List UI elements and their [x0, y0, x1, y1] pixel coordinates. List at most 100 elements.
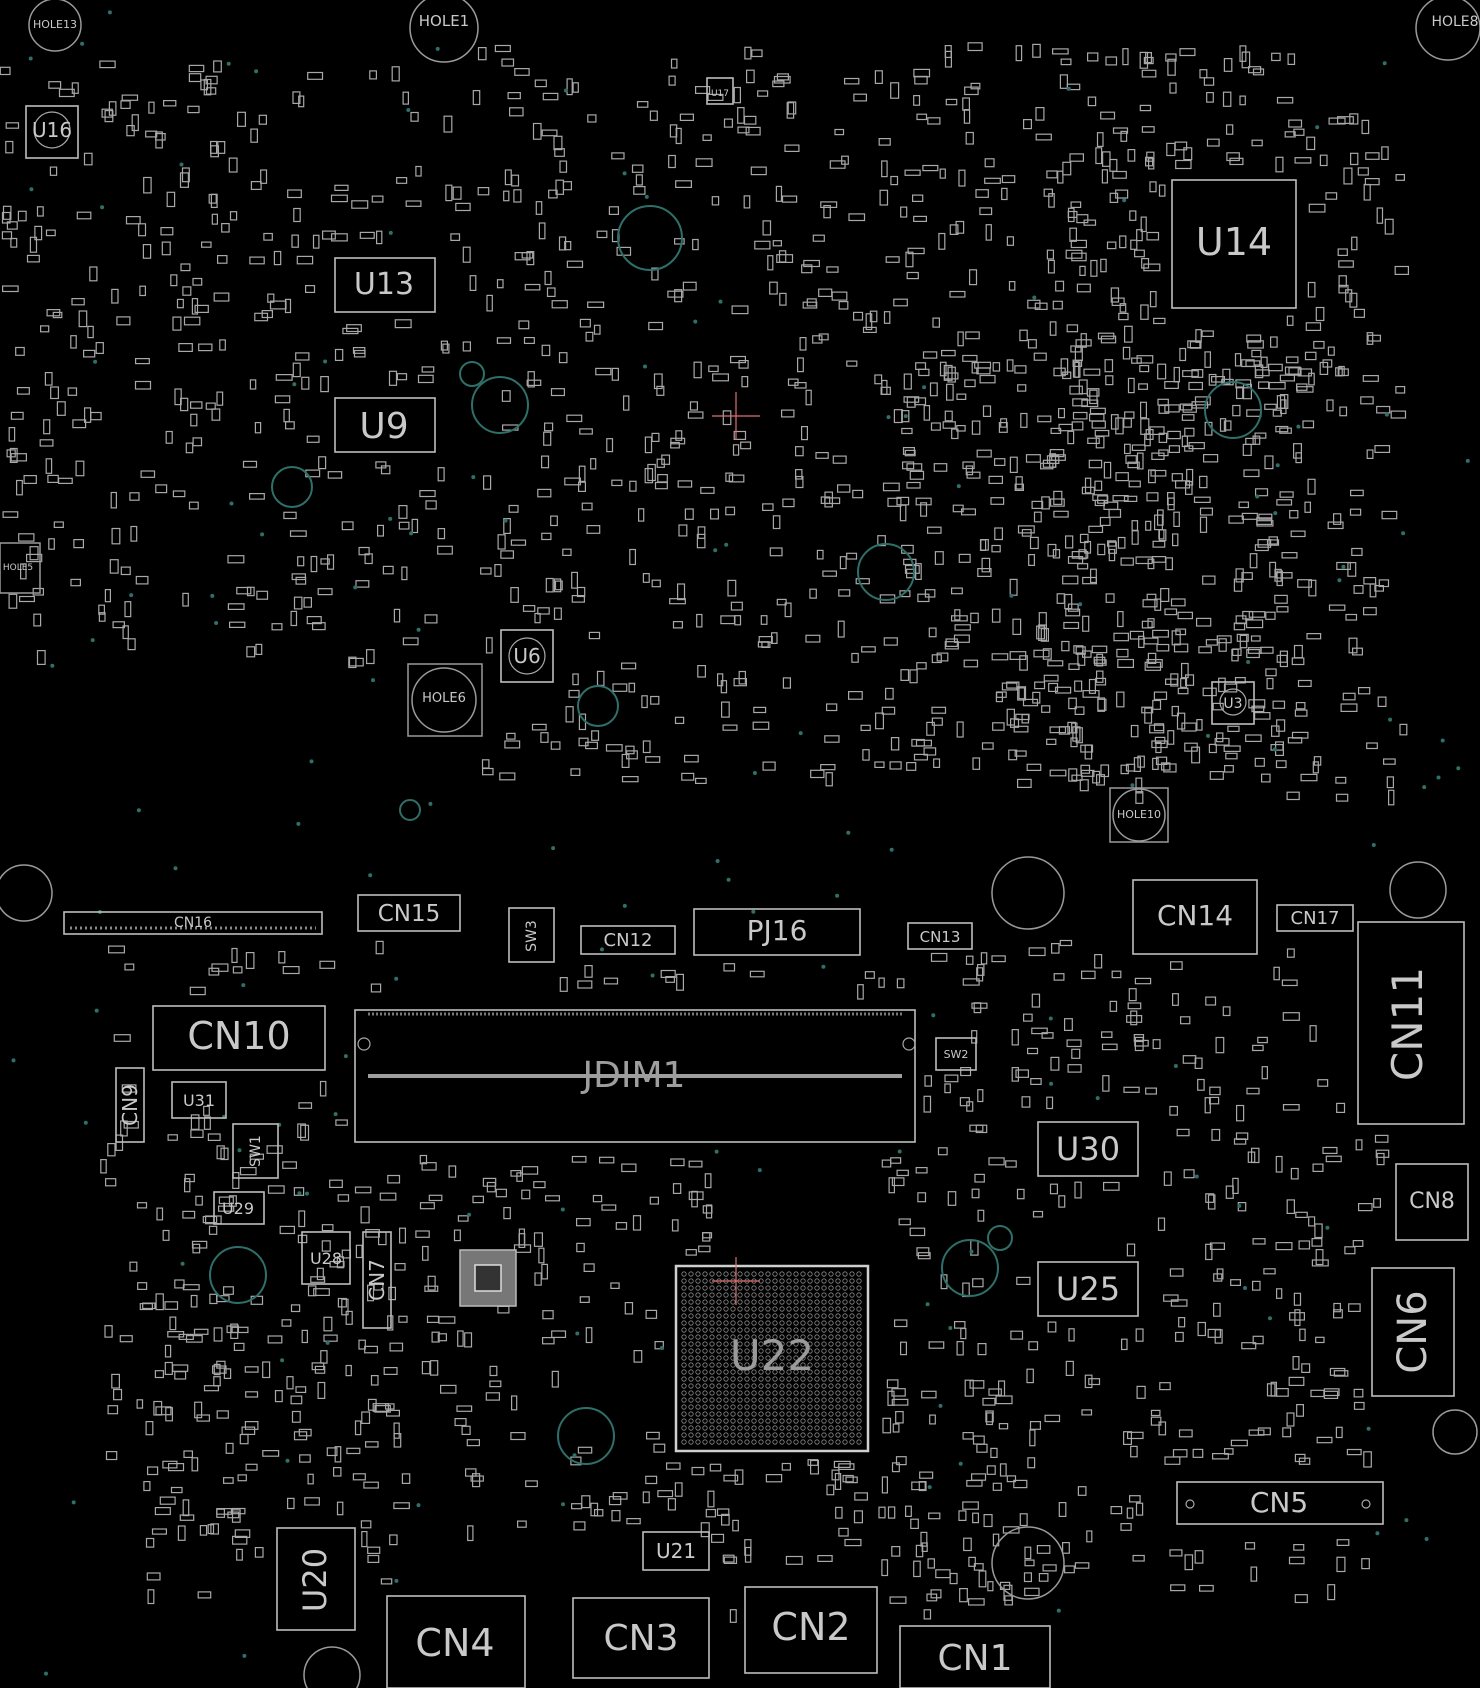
via-dot: [572, 1453, 577, 1458]
hole-hole8[interactable]: HOLE8: [1415, 0, 1480, 61]
smd-pad: [437, 467, 445, 482]
bga-ball: [821, 1334, 827, 1340]
smd-pad: [1129, 210, 1137, 221]
connector-pj16[interactable]: PJ16: [693, 908, 861, 956]
hole-unlabeled[interactable]: [991, 856, 1065, 930]
ic-u17[interactable]: U17: [706, 77, 734, 105]
smd-pad: [1117, 658, 1135, 669]
smd-pad: [428, 1194, 443, 1202]
bga-ball: [814, 1383, 820, 1389]
switch-sw2-label: SW2: [944, 1048, 969, 1061]
connector-cn15[interactable]: CN15: [357, 894, 461, 932]
hole-unlabeled[interactable]: [991, 1526, 1065, 1600]
ic-u9[interactable]: U9: [334, 397, 436, 453]
bga-ball: [856, 1432, 862, 1438]
smd-pad: [705, 1204, 713, 1219]
hole-hole10[interactable]: HOLE10: [1109, 787, 1169, 843]
connector-cn14[interactable]: CN14: [1132, 879, 1258, 955]
ic-u22[interactable]: U22: [674, 1264, 870, 1453]
hole-unlabeled[interactable]: [303, 1646, 361, 1688]
hole-unlabeled[interactable]: [1389, 861, 1447, 919]
smd-pad: [379, 1192, 397, 1201]
smd-pad: [930, 1589, 942, 1599]
smd-pad: [1074, 1181, 1082, 1199]
hole-hole5[interactable]: HOLE5: [0, 542, 41, 594]
bga-ball: [744, 1425, 750, 1431]
smd-pad: [304, 1497, 320, 1506]
smd-pad: [881, 706, 896, 715]
ic-u21[interactable]: U21: [642, 1531, 710, 1571]
smd-pad: [1063, 1018, 1073, 1032]
ic-u25[interactable]: U25: [1037, 1261, 1139, 1317]
bga-ball: [758, 1404, 764, 1410]
smd-pad: [358, 1339, 366, 1350]
connector-cn16[interactable]: CN16: [63, 911, 323, 935]
smd-pad: [1043, 674, 1059, 682]
smd-pad: [1174, 141, 1188, 151]
switch-sw2[interactable]: SW2: [935, 1037, 977, 1071]
smd-pad: [1015, 476, 1023, 490]
smd-pad: [1092, 770, 1101, 784]
smd-pad: [203, 1116, 211, 1130]
bga-ball: [849, 1390, 855, 1396]
connector-cn12[interactable]: CN12: [580, 925, 676, 955]
smd-pad: [278, 950, 286, 964]
smd-pad: [291, 573, 307, 581]
ic-u31[interactable]: U31: [171, 1081, 227, 1119]
ic-u16[interactable]: U16: [25, 105, 79, 159]
hole-unlabeled[interactable]: [1432, 1409, 1478, 1455]
smd-pad: [1101, 169, 1109, 184]
smd-pad: [1167, 430, 1181, 440]
hole-hole13[interactable]: HOLE13: [28, 0, 82, 52]
ic-u13[interactable]: U13: [334, 257, 436, 313]
bga-ball: [723, 1432, 729, 1438]
dimm-slot-jdim1[interactable]: JDIM1: [354, 1009, 916, 1143]
ic-u14[interactable]: U14: [1171, 179, 1297, 309]
smd-pad: [205, 87, 217, 95]
connector-cn11[interactable]: CN11: [1357, 921, 1465, 1125]
connector-cn10[interactable]: CN10: [152, 1005, 326, 1071]
via-dot: [241, 983, 246, 988]
smd-pad: [241, 1426, 256, 1435]
smd-pad: [1127, 149, 1136, 162]
smd-pad: [213, 60, 222, 73]
smd-pad: [200, 79, 208, 91]
smd-pad: [843, 77, 860, 85]
smd-pad: [1304, 501, 1312, 513]
connector-cn3[interactable]: CN3: [572, 1597, 710, 1679]
connector-cn6[interactable]: CN6: [1371, 1267, 1455, 1397]
switch-sw3[interactable]: SW3: [508, 907, 555, 963]
smd-pad: [190, 1129, 204, 1139]
smd-pad: [44, 372, 53, 386]
connector-cn4[interactable]: CN4: [386, 1595, 526, 1688]
smd-pad: [501, 58, 515, 67]
connector-cn1[interactable]: CN1: [899, 1625, 1051, 1688]
ic-u6[interactable]: U6: [500, 629, 554, 683]
ic-u29[interactable]: U29: [213, 1191, 265, 1225]
connector-cn8[interactable]: CN8: [1395, 1163, 1469, 1241]
connector-cn17[interactable]: CN17: [1276, 904, 1354, 932]
bga-ball: [709, 1306, 715, 1312]
smd-pad: [944, 410, 953, 422]
switch-sw1[interactable]: SW1: [232, 1123, 279, 1179]
ic-u30[interactable]: U30: [1037, 1121, 1139, 1177]
ic-u20[interactable]: U20: [276, 1527, 356, 1631]
smd-pad: [1173, 366, 1180, 383]
hole-hole6[interactable]: HOLE6: [407, 663, 483, 737]
connector-cn7[interactable]: CN7: [362, 1231, 392, 1329]
smd-pad: [1172, 1449, 1188, 1458]
smd-pad: [518, 320, 530, 330]
connector-cn5[interactable]: CN5: [1176, 1481, 1384, 1525]
ic-u3[interactable]: U3: [1211, 681, 1255, 725]
connector-cn9[interactable]: CN9: [115, 1067, 145, 1143]
hole-hole1[interactable]: HOLE1: [409, 0, 479, 63]
bga-ball: [800, 1397, 806, 1403]
hole-unlabeled[interactable]: [0, 864, 53, 922]
connector-cn2[interactable]: CN2: [744, 1586, 878, 1674]
smd-pad: [1160, 587, 1170, 602]
ic-u28[interactable]: U28: [301, 1231, 351, 1285]
smd-pad: [1147, 618, 1155, 629]
smd-pad: [810, 769, 825, 779]
connector-cn13[interactable]: CN13: [907, 922, 973, 950]
smd-pad: [1108, 541, 1117, 554]
